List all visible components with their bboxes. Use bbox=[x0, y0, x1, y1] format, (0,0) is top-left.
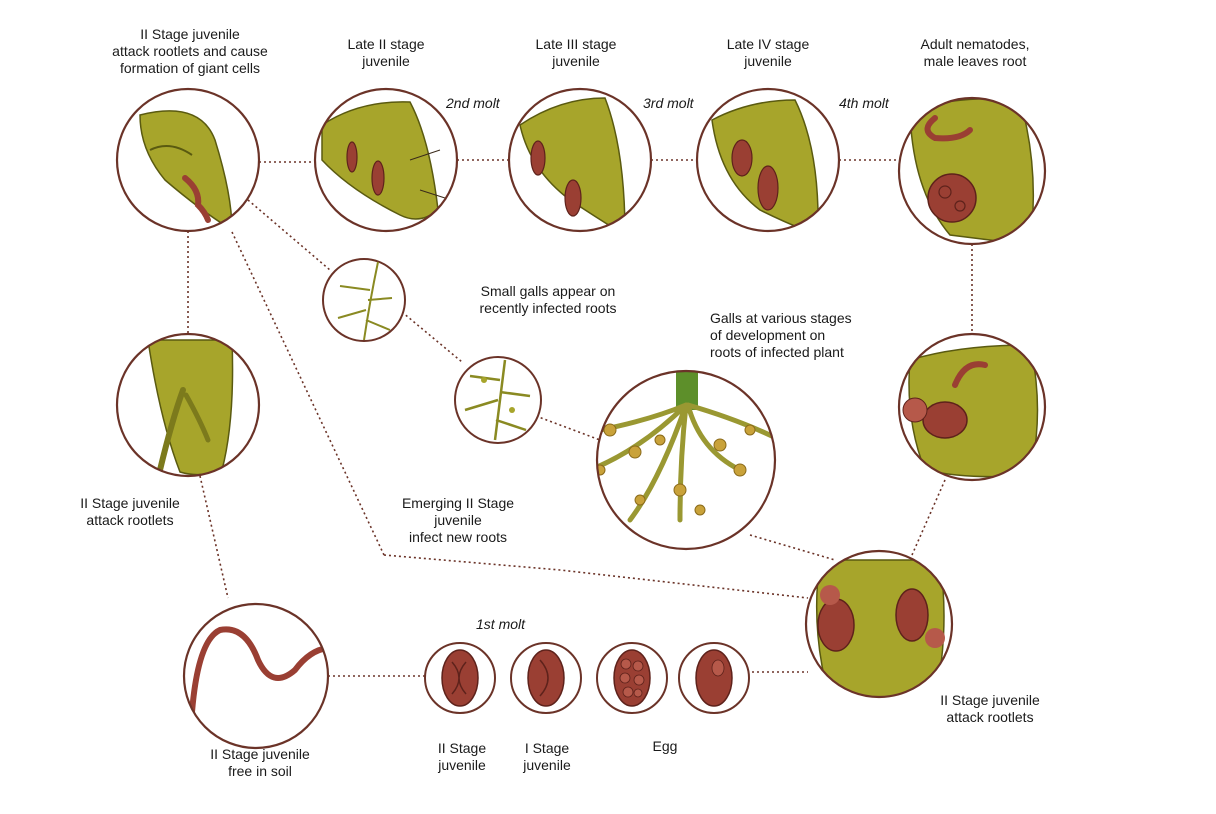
stage-giant-cells-circle bbox=[115, 87, 261, 233]
label-ii-stage-juvenile: II Stage juvenile bbox=[437, 740, 487, 773]
stage-attack-rootlets-right-circle bbox=[804, 549, 954, 699]
egg-oval bbox=[678, 642, 750, 714]
egg-cleaved-oval bbox=[596, 642, 668, 714]
connector-1-smallroot bbox=[247, 199, 331, 271]
label-egg: Egg bbox=[652, 738, 678, 754]
label-free-in-soil: II Stage juvenile free in soil bbox=[210, 746, 310, 779]
label-emerging: Emerging II Stage juvenile infect new ro… bbox=[401, 495, 515, 545]
stage-late-iii-circle bbox=[507, 87, 653, 233]
egg-stages-row bbox=[424, 642, 750, 714]
label-small-galls: Small galls appear on recently infected … bbox=[479, 283, 617, 316]
connector-big-8 bbox=[749, 534, 836, 561]
label-third-molt: 3rd molt bbox=[643, 95, 694, 111]
connector-midroot-big bbox=[535, 415, 601, 441]
label-second-molt: 2nd molt bbox=[446, 95, 500, 111]
small-root-circle bbox=[322, 258, 406, 342]
i-stage-juvenile-oval bbox=[510, 642, 582, 714]
label-late-iii: Late III stage juvenile bbox=[535, 36, 617, 69]
stage-attack-rootlets-left-circle bbox=[115, 332, 261, 478]
stage-late-ii-circle bbox=[313, 87, 459, 233]
label-late-ii: Late II stage juvenile bbox=[347, 36, 425, 69]
label-first-molt: 1st molt bbox=[476, 616, 526, 632]
label-fourth-molt: 4th molt bbox=[839, 95, 889, 111]
connector-lines bbox=[187, 159, 973, 677]
connector-6-9 bbox=[199, 475, 229, 599]
label-giant-cells: II Stage juvenile attack rootlets and ca… bbox=[112, 26, 268, 76]
mid-root-circle bbox=[454, 356, 542, 444]
connector-emerging-8 bbox=[383, 554, 809, 599]
label-attack-rootlets-right: II Stage juvenile attack rootlets bbox=[940, 692, 1040, 725]
stage-adult-circle bbox=[897, 96, 1047, 246]
label-attack-rootlets-left: II Stage juvenile attack rootlets bbox=[80, 495, 180, 528]
connector-7-8 bbox=[911, 479, 946, 556]
galled-root-system-circle bbox=[595, 369, 777, 551]
label-galls-various: Galls at various stages of development o… bbox=[710, 310, 852, 360]
ii-stage-juvenile-oval bbox=[424, 642, 496, 714]
stage-free-in-soil-circle bbox=[182, 602, 330, 750]
stage-late-iv-circle bbox=[695, 87, 841, 233]
label-adult: Adult nematodes, male leaves root bbox=[920, 36, 1030, 69]
connector-smallroot-midroot bbox=[401, 311, 463, 363]
label-late-iv: Late IV stage juvenile bbox=[726, 36, 810, 69]
label-i-stage-juvenile: I Stage juvenile bbox=[523, 740, 571, 773]
stage-egg-mass-circle bbox=[897, 332, 1047, 482]
